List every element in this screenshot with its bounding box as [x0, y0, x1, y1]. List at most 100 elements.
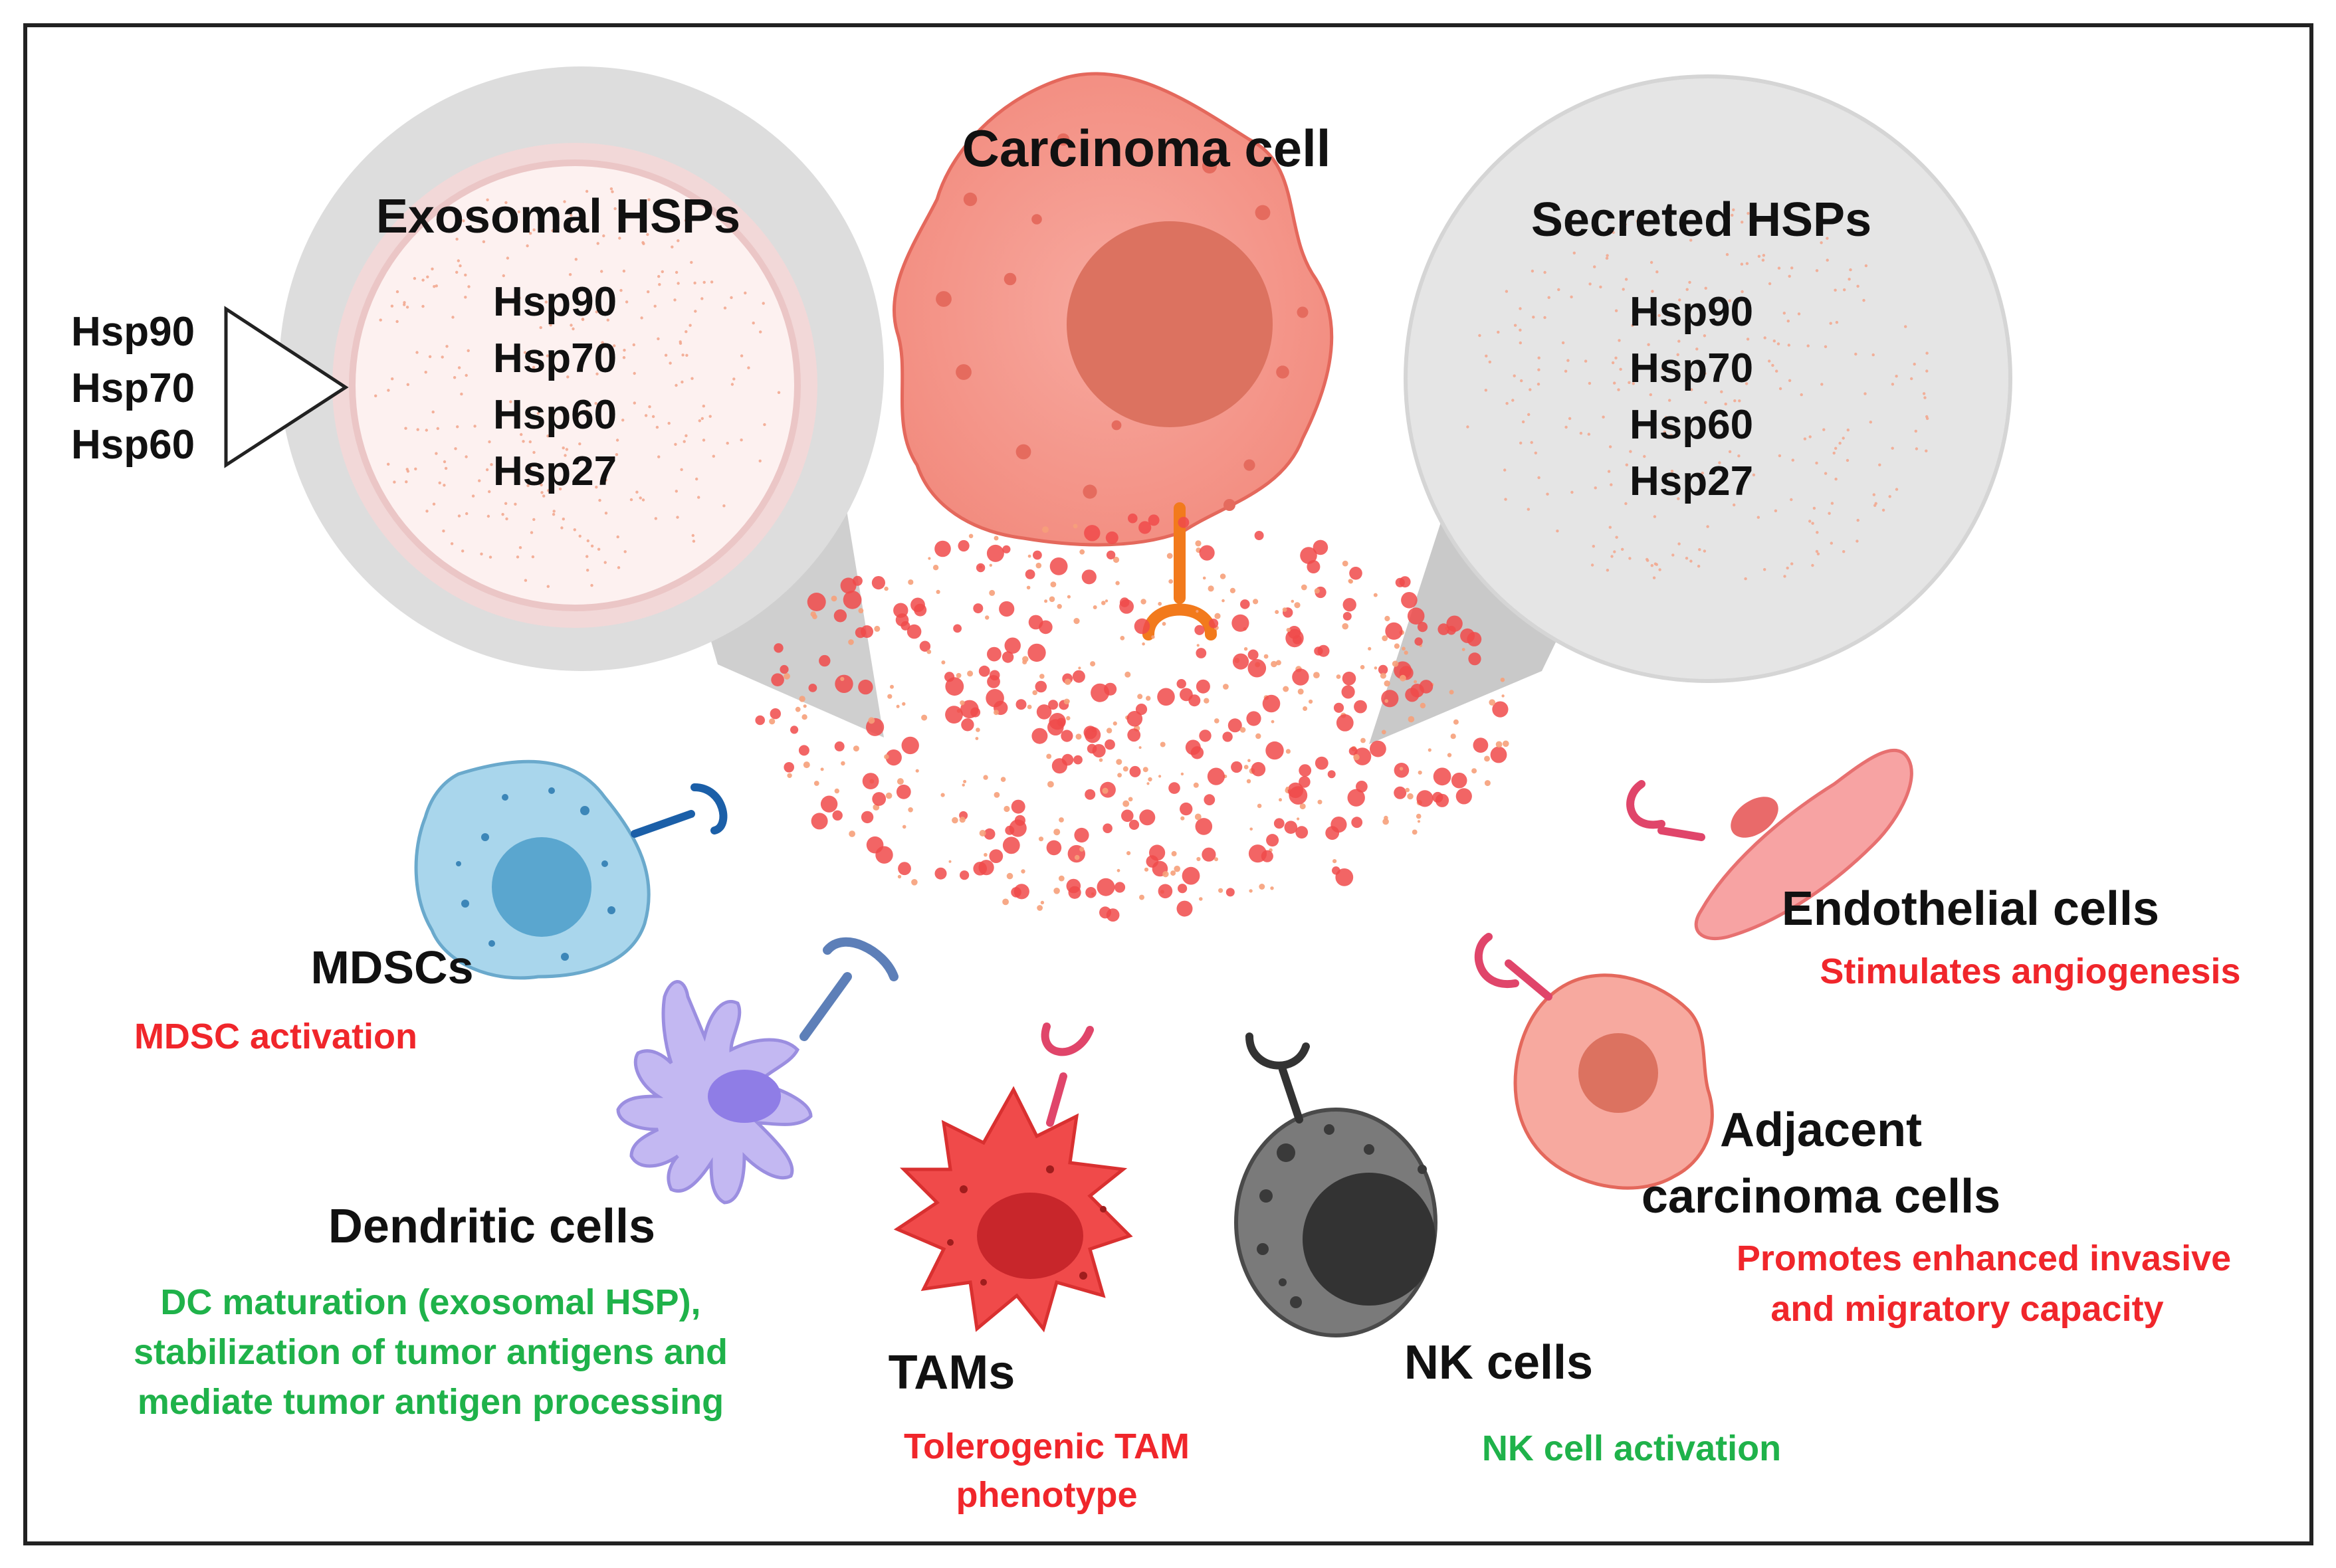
hsp-particle: [1846, 458, 1850, 462]
hsp-particle: [1701, 471, 1704, 475]
hsp-particle: [1381, 730, 1386, 735]
hsp-particle: [1059, 817, 1064, 823]
hsp-particle: [1519, 441, 1523, 444]
hsp-particle: [1633, 490, 1636, 494]
hsp-particle: [1910, 377, 1913, 381]
hsp-particle: [1787, 343, 1790, 347]
hsp-particle: [875, 846, 893, 864]
hsp-particle: [542, 494, 546, 498]
hsp-particle: [1395, 577, 1405, 587]
hsp-particle: [1826, 237, 1829, 240]
hsp-particle: [987, 675, 1000, 688]
hsp-particle: [808, 684, 817, 692]
hsp-particle: [1822, 428, 1826, 431]
hsp-particle: [1221, 599, 1225, 603]
hsp-particle: [549, 324, 552, 327]
hsp-particle: [915, 769, 919, 773]
hsp-particle: [1282, 607, 1287, 612]
hsp-particle: [1129, 765, 1141, 777]
hsp-particle: [482, 223, 486, 227]
hsp-particle: [1731, 213, 1734, 217]
hsp-particle: [428, 355, 432, 358]
hsp-particle: [819, 654, 831, 667]
hsp-particle: [1127, 728, 1141, 742]
hsp-particle: [1204, 794, 1216, 806]
hsp-particle: [784, 762, 794, 773]
hsp-particle: [1208, 619, 1219, 629]
hsp-particle: [1214, 718, 1220, 724]
hsp-particle: [1473, 737, 1489, 753]
hsp-particle: [1610, 483, 1613, 486]
hsp-particle: [861, 811, 874, 824]
hsp-particle: [1856, 539, 1859, 543]
hsp-particle: [1652, 576, 1656, 579]
hsp-particle: [902, 825, 906, 829]
hsp-particle: [551, 368, 554, 371]
hsp-particle: [685, 434, 688, 437]
hsp-particle: [406, 383, 409, 386]
hsp-particle: [1196, 644, 1200, 647]
hsp-particle: [692, 539, 696, 543]
hsp-particle: [1520, 379, 1523, 383]
hsp-particle: [471, 494, 475, 498]
hsp-particle: [1925, 415, 1929, 419]
hsp-particle: [1124, 671, 1131, 678]
hsp-particle: [432, 502, 436, 506]
hsp-particle: [1307, 560, 1321, 573]
hsp-particle: [834, 741, 845, 751]
hsp-particle: [810, 611, 816, 617]
hsp-particle: [1392, 660, 1399, 667]
hsp-particle: [759, 330, 762, 334]
hsp-particle: [1370, 740, 1386, 757]
hsp-particle: [1484, 780, 1491, 787]
hsp-particle: [1624, 278, 1628, 281]
hsp-particle: [691, 534, 695, 538]
hsp-particle: [1295, 826, 1309, 839]
hsp-particle: [1374, 666, 1378, 670]
hsp-particle: [1657, 314, 1661, 318]
hsp-particle: [820, 795, 838, 813]
hsp-particle: [1621, 547, 1624, 551]
hsp-particle: [1453, 719, 1459, 725]
hsp-particle: [1271, 720, 1275, 724]
hsp-particle: [1196, 648, 1207, 658]
hsp-particle: [540, 483, 543, 487]
hsp-particle: [455, 270, 459, 274]
hsp-particle: [502, 274, 505, 278]
hsp-particle: [623, 550, 627, 553]
hsp-particle: [585, 409, 588, 413]
hsp-particle: [387, 462, 390, 466]
hsp-particle: [1188, 694, 1201, 707]
hsp-particle: [1478, 334, 1481, 338]
hsp-particle: [677, 239, 680, 243]
hsp-particle: [1072, 670, 1085, 683]
hsp-particle: [619, 288, 623, 292]
hsp-particle: [486, 198, 489, 201]
hsp-particle: [1678, 298, 1681, 302]
hsp-particle: [1146, 855, 1159, 868]
secreted-hsp-item: Hsp90: [1630, 289, 1753, 335]
hsp-particle: [885, 749, 902, 766]
hsp-particle: [1119, 599, 1134, 614]
hsp-particle: [1128, 513, 1138, 524]
hsp-particle: [960, 870, 970, 880]
hsp-particle: [653, 304, 657, 308]
adjacent-effect: Promotes enhanced invasive: [1737, 1238, 2231, 1278]
hsp-particle: [462, 219, 465, 223]
hsp-particle: [431, 267, 434, 270]
hsp-particle: [1078, 666, 1081, 670]
hsp-particle: [490, 463, 493, 466]
hsp-particle: [436, 427, 439, 431]
hsp-particle: [1761, 258, 1765, 262]
hsp-particle: [1168, 579, 1174, 584]
hsp-particle: [1777, 266, 1781, 270]
hsp-particle: [732, 377, 736, 381]
hsp-particle: [979, 830, 986, 836]
hsp-particle: [524, 579, 528, 582]
hsp-particle: [1036, 704, 1052, 720]
hsp-particle: [1160, 741, 1166, 747]
hsp-particle: [562, 518, 565, 521]
hsp-particle: [1843, 288, 1846, 292]
hsp-particle: [1703, 425, 1706, 429]
hsp-particle: [478, 479, 481, 482]
